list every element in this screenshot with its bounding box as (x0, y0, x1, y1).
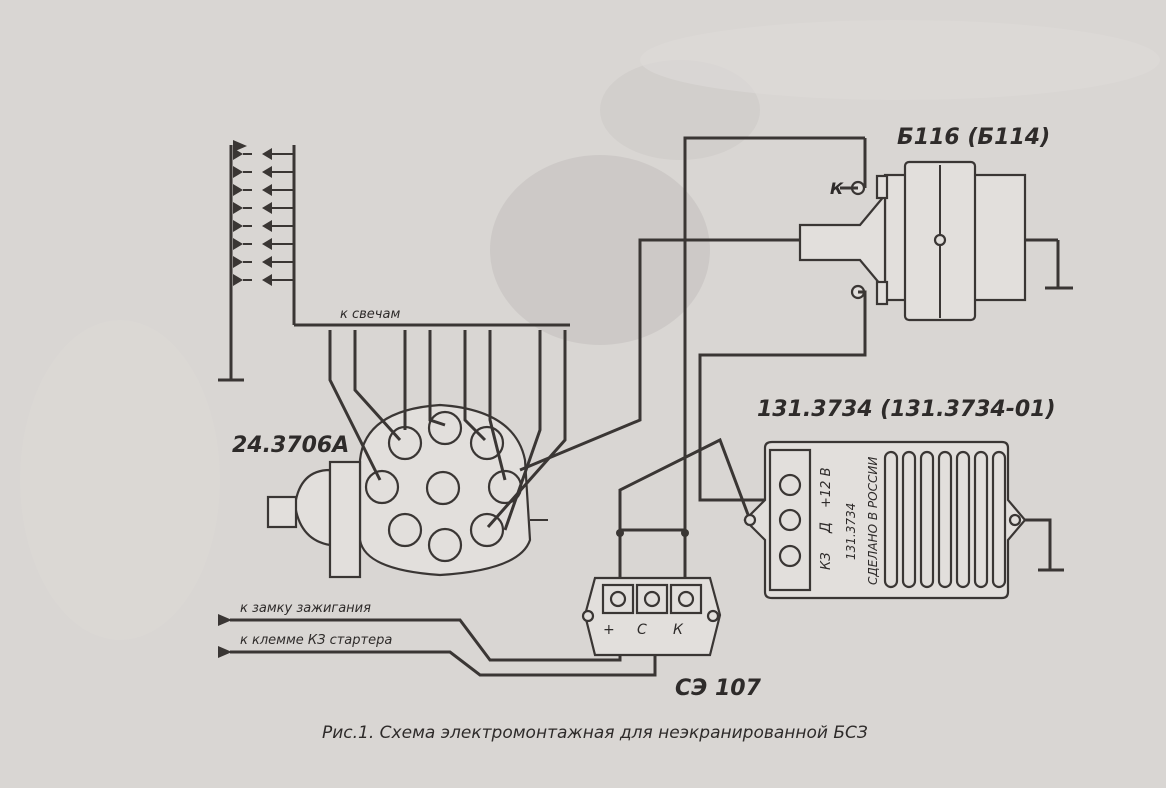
plug-arrow-right (262, 184, 272, 196)
spark-plug-arrows (218, 140, 570, 382)
commutator-model-label: 131.3734 (844, 503, 858, 560)
svg-text:131.3734: 131.3734 (844, 503, 858, 560)
distributor (266, 403, 548, 579)
commutator-made-label: СДЕЛАНО В РОССИИ (866, 457, 880, 585)
plug-arrow-left (233, 220, 243, 232)
commutator-kz-label: КЗ (819, 552, 834, 570)
plug-leads (328, 330, 567, 531)
plugs-label: к свечам (340, 307, 400, 322)
junction-dot (616, 529, 624, 537)
plug-arrow-left (233, 184, 243, 196)
left-arrow-column (233, 140, 247, 152)
plug-arrow-left (233, 274, 243, 286)
figure-caption: Рис.1. Схема электромонтажная для неэкра… (322, 723, 868, 743)
to-starter-label: к клемме КЗ стартера (240, 633, 392, 648)
plug-arrow-right (262, 148, 272, 160)
sensor-c-label: С (637, 622, 647, 638)
svg-text:+12 В: +12 В (819, 467, 834, 508)
sensor-label: СЭ 107 (675, 676, 762, 701)
plug-arrow-right (262, 238, 272, 250)
commutator-d-label: Д (818, 522, 834, 534)
to-ignition-lock-label: к замку зажигания (240, 601, 371, 616)
junction-dot (681, 529, 689, 537)
plug-arrow-right (262, 166, 272, 178)
plug-arrow-left (233, 166, 243, 178)
svg-text:СДЕЛАНО В РОССИИ: СДЕЛАНО В РОССИИ (866, 457, 880, 585)
starter-arrow (218, 646, 232, 658)
coil-terminal-label: К (830, 179, 844, 198)
plug-arrow-right (262, 220, 272, 232)
plug-arrow-right (262, 202, 272, 214)
plug-arrow-right (262, 256, 272, 268)
commutator-plus12-label: +12 В (819, 467, 834, 508)
paper-stains (20, 20, 1160, 640)
plug-arrow-left (233, 256, 243, 268)
ignition-lock-arrow (218, 614, 232, 626)
svg-text:КЗ: КЗ (819, 552, 834, 570)
heatsink-fins (883, 450, 1007, 589)
hall-sensor (581, 576, 722, 657)
distributor-label: 24.3706А (232, 433, 349, 458)
plug-arrow-right (262, 274, 272, 286)
plug-arrow-left (233, 238, 243, 250)
plug-arrow-left (233, 202, 243, 214)
sensor-plus-label: + (603, 622, 615, 638)
svg-text:Д: Д (818, 522, 834, 534)
sensor-k-label: К (673, 622, 684, 638)
plug-arrow-left (233, 148, 243, 160)
commutator (743, 440, 1027, 600)
commutator-label: 131.3734 (131.3734-01) (757, 397, 1056, 422)
coil-label: Б116 (Б114) (897, 125, 1050, 150)
ignition-coil (798, 160, 1073, 322)
